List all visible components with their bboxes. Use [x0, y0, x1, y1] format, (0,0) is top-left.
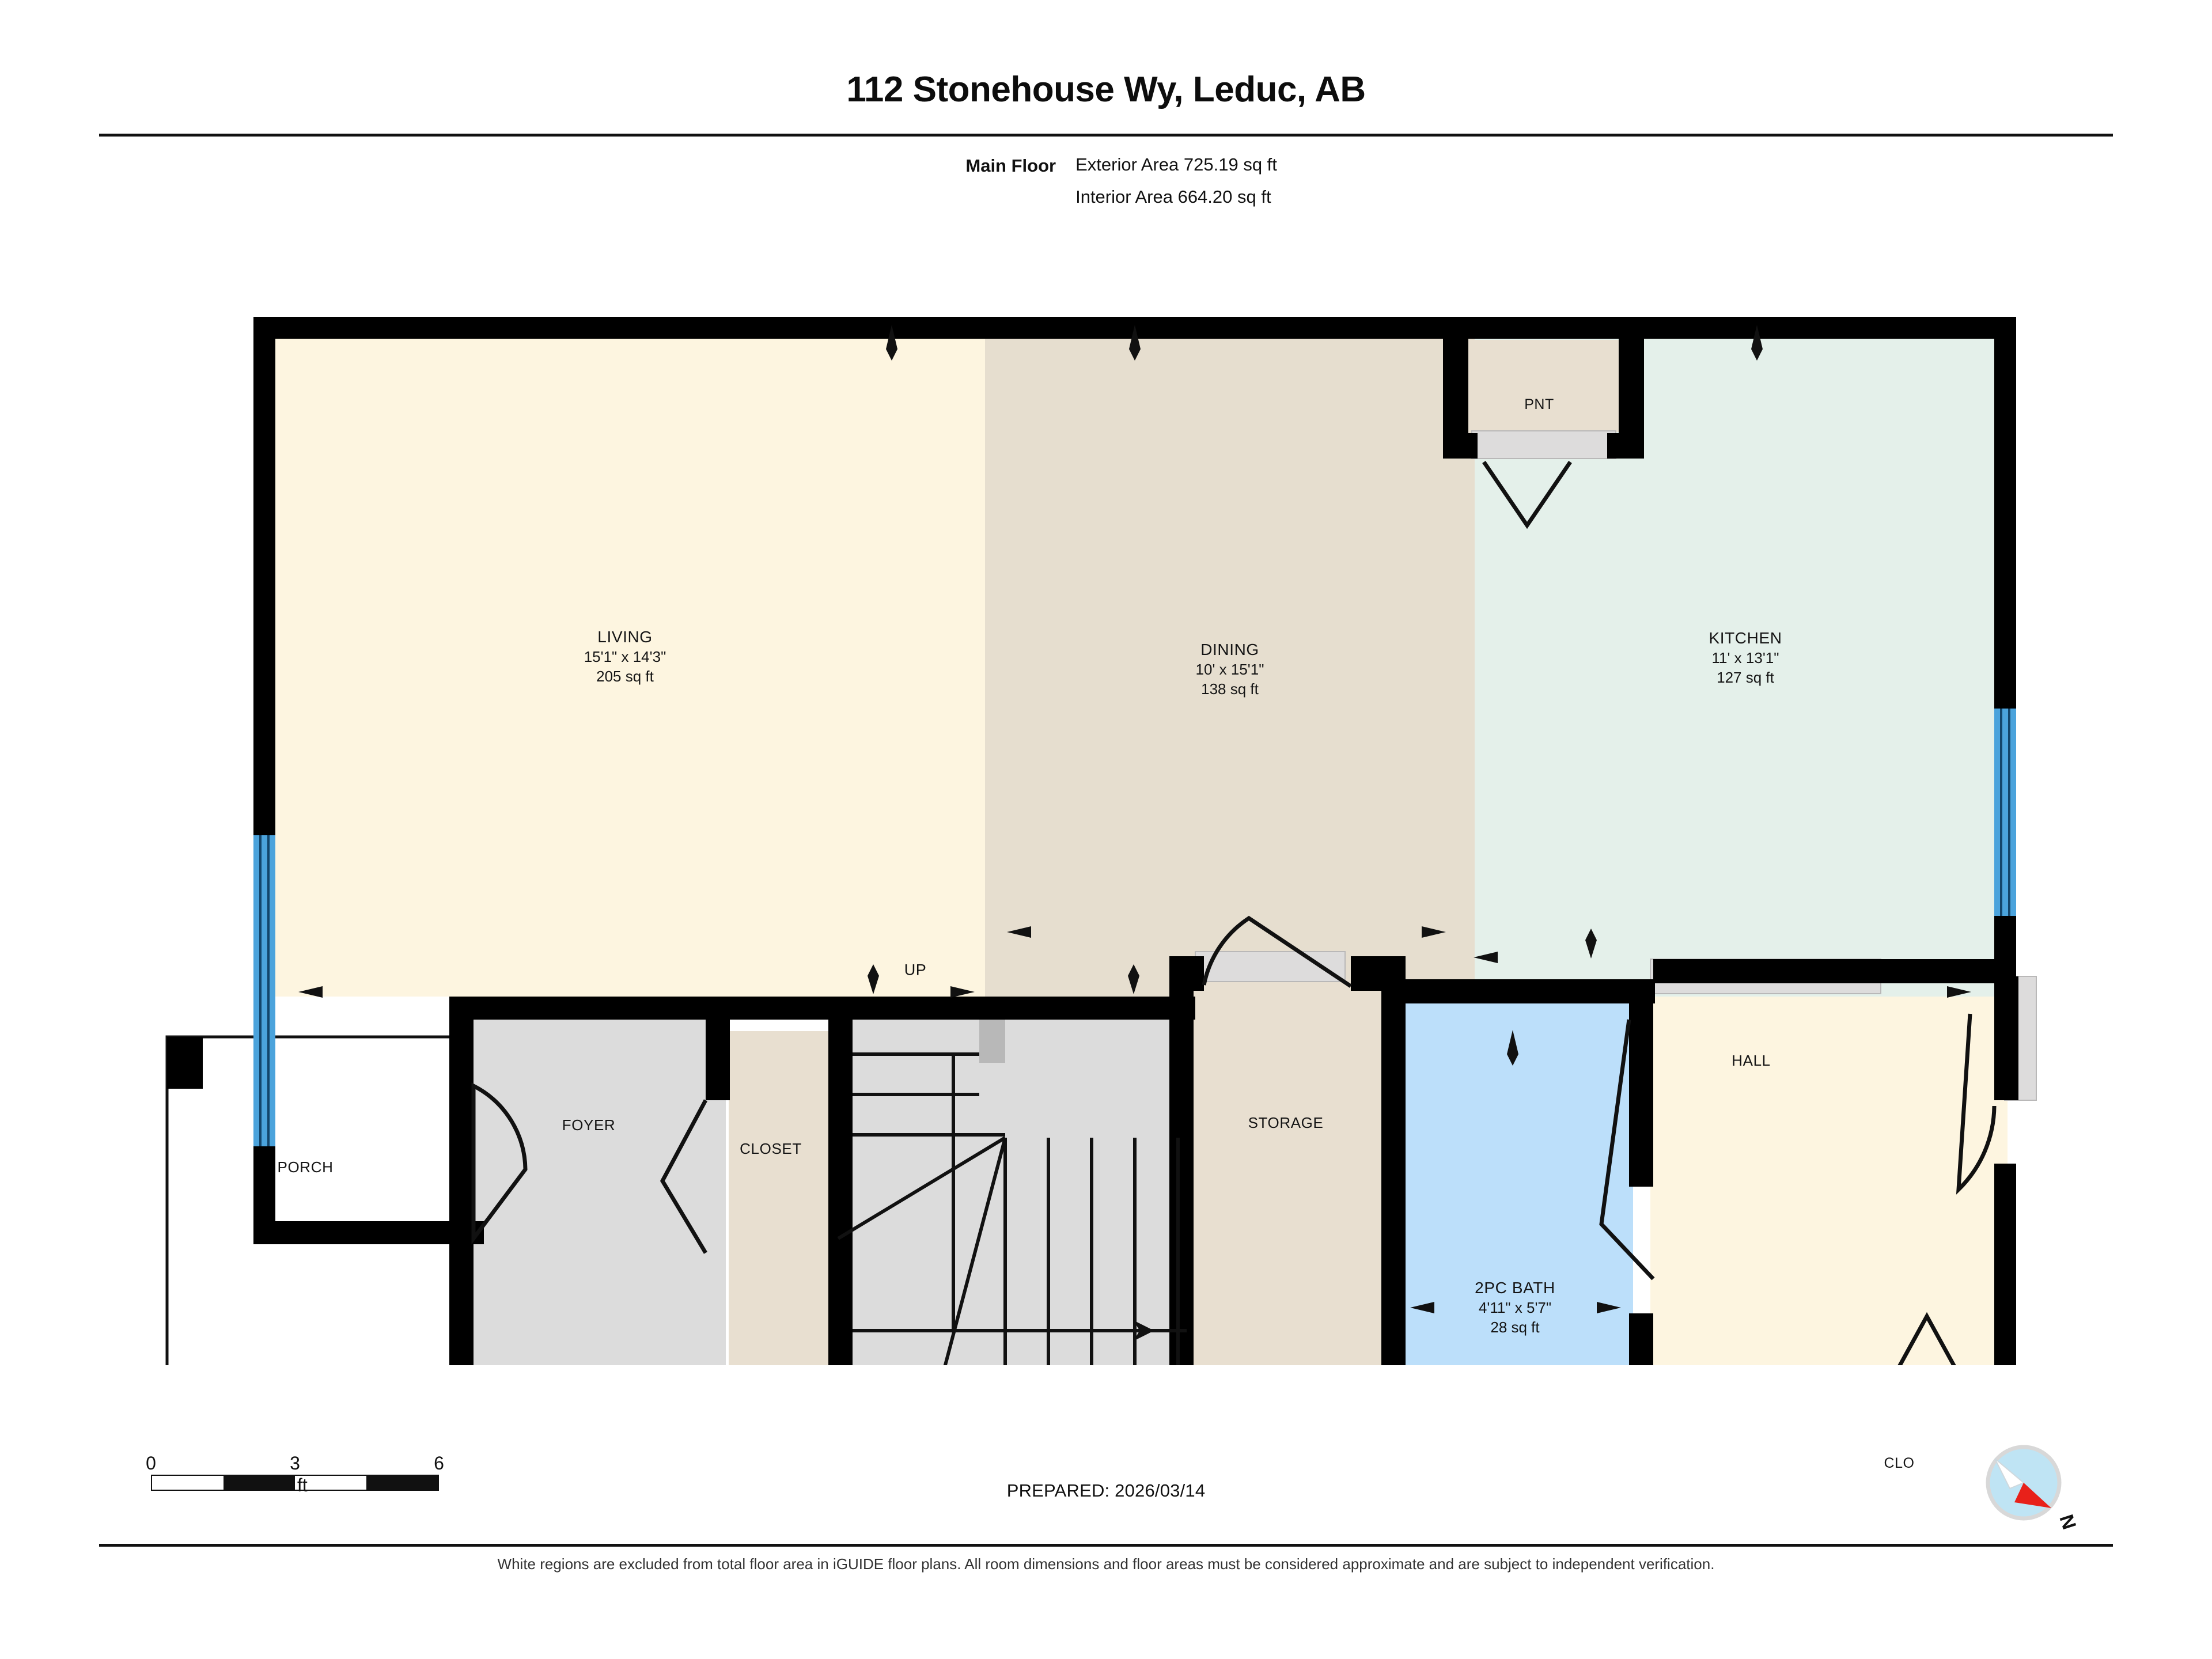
compass-rose: N [1973, 1435, 2082, 1545]
wall-bath-right [1629, 997, 1653, 1187]
wall-living-bottom-2 [449, 997, 853, 1020]
scale-seg-1 [152, 1476, 224, 1490]
window-living-left [253, 835, 275, 1146]
wall-exterior-right-lower [1994, 1164, 2016, 1365]
compass-north-label: N [2055, 1512, 2080, 1532]
wall-porch-head [253, 1221, 455, 1244]
room-fill-pantry [1466, 340, 1622, 432]
wall-dining-bottom [838, 997, 1195, 1020]
interior-area-text: Interior Area 664.20 sq ft [1075, 187, 1271, 207]
stair-up-label: UP [904, 961, 927, 979]
door-bath [1599, 1019, 1655, 1281]
floor-label: Main Floor [965, 156, 1056, 176]
floor-meta: Main Floor Exterior Area 725.19 sq ft In… [0, 154, 2212, 207]
scale-bar: 0 3 6 [146, 1453, 462, 1491]
stair-area-fill [838, 997, 1190, 1365]
exterior-area-text: Exterior Area 725.19 sq ft [1075, 154, 1277, 175]
door-clo-bifold [1897, 1312, 1956, 1365]
room-fill-storage [1192, 979, 1382, 1365]
prepared-date: PREPARED: 2026/03/14 [1006, 1480, 1206, 1501]
floor-plan-drawing: LIVING 15'1" x 14'3" 205 sq ft DINING 10… [0, 248, 2212, 1471]
room-fill-porch [167, 1037, 455, 1365]
door-hall-exterior [1956, 1013, 1997, 1195]
disclaimer-text: White regions are excluded from total fl… [497, 1555, 1715, 1573]
wall-storage-left [1169, 979, 1194, 1365]
scale-bar-graphic [151, 1475, 439, 1491]
wall-pantry-bottom-l [1443, 433, 1478, 459]
window-kitchen-right [1994, 709, 2016, 916]
scale-seg-4 [366, 1476, 438, 1490]
wall-closet-left [706, 997, 730, 1100]
staircase [837, 1052, 1187, 1365]
door-closet-bifold [660, 1099, 708, 1254]
wall-closet-right [828, 997, 853, 1365]
counter-pantry-sill [1471, 430, 1616, 459]
room-fill-hall [1650, 997, 2008, 1365]
wall-pantry-bottom-r [1607, 433, 1644, 459]
room-label-clo: CLO [1884, 1455, 1915, 1471]
porch-post-tl [167, 1037, 203, 1089]
wall-exterior-right-upper [1994, 317, 2016, 709]
wall-storage-right [1381, 979, 1406, 1365]
wall-storage-head-r [1351, 956, 1406, 991]
scale-tick-2: 6 [434, 1453, 444, 1474]
room-fill-dining [985, 334, 1475, 997]
scale-seg-2 [224, 1476, 295, 1490]
wall-bath-top [1381, 979, 1655, 1003]
page-title: 112 Stonehouse Wy, Leduc, AB [846, 70, 1366, 109]
compass-needle-white [1994, 1458, 2025, 1490]
door-pantry-bifold [1482, 461, 1572, 529]
opening-arrows [298, 325, 1971, 1313]
door-foyer-entry [471, 1082, 528, 1245]
wall-storage-head [1169, 956, 1204, 991]
scale-tick-0: 0 [146, 1453, 156, 1474]
wall-hall-top [1653, 959, 2010, 983]
wall-foyer-left [449, 997, 474, 1365]
scale-seg-3 [295, 1476, 366, 1490]
wall-hall-right-notch [1994, 976, 2018, 1100]
scale-tick-labels: 0 3 6 [146, 1453, 462, 1475]
room-fill-closet [729, 1031, 830, 1365]
wall-exterior-left-upper [253, 317, 275, 835]
scale-tick-1: 3 [290, 1453, 300, 1474]
footer-divider [99, 1544, 2113, 1547]
title-divider [99, 134, 2113, 137]
door-storage [1202, 915, 1352, 988]
room-fill-foyer [455, 997, 726, 1365]
compass-needle-red [2014, 1483, 2051, 1508]
wall-bath-right-b [1629, 1313, 1653, 1365]
area-summary: Exterior Area 725.19 sq ft Interior Area… [1075, 154, 1277, 207]
scale-unit-label: ft [297, 1475, 308, 1495]
room-fill-living [265, 334, 985, 997]
